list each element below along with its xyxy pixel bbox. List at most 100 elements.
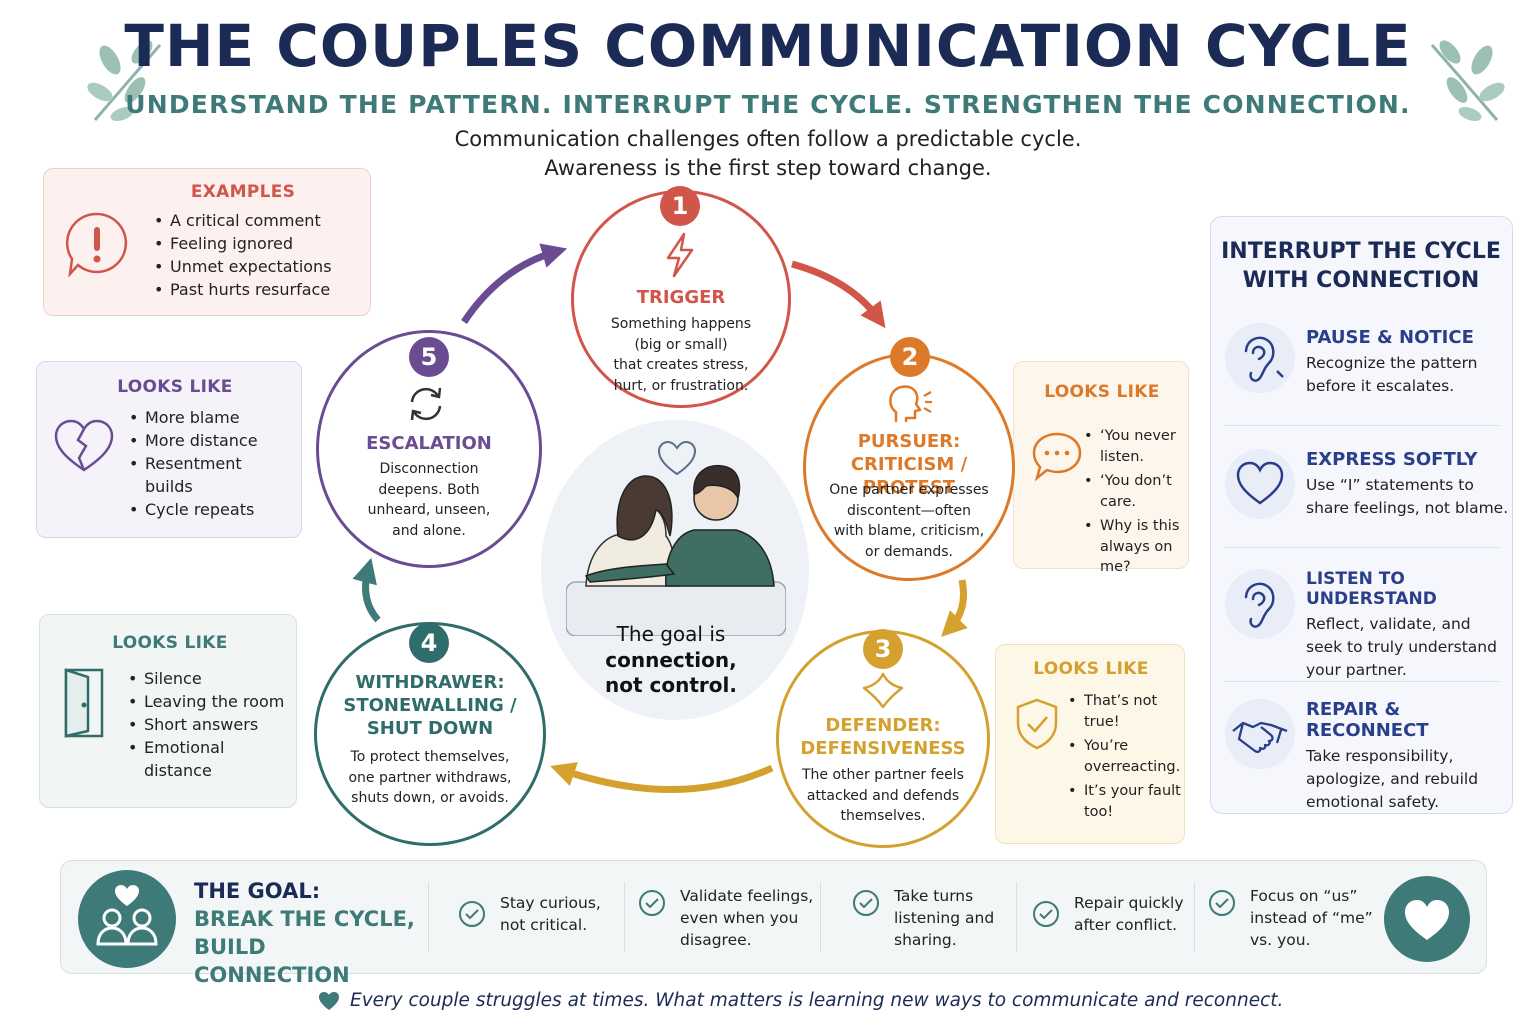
handshake-icon <box>1225 699 1295 769</box>
list-item: ‘You never listen. <box>1084 426 1188 467</box>
goal-bar <box>60 860 1487 974</box>
examples-list: A critical comment Feeling ignored Unmet… <box>154 209 364 301</box>
list-item: Unmet expectations <box>154 255 364 278</box>
broken-heart-icon <box>54 419 114 472</box>
heart-icon <box>657 440 697 476</box>
leaf-decoration-left-icon <box>87 40 162 121</box>
goal-item: Focus on “us”instead of “me”vs. you. <box>1209 885 1380 951</box>
goal-people-icon <box>78 870 176 968</box>
check-circle-icon <box>639 890 665 916</box>
list-item: Emotional distance <box>128 736 238 782</box>
arrow-5-to-1 <box>461 243 568 324</box>
list-item: More blame <box>129 406 289 429</box>
speech-bubble-icon <box>1032 432 1082 482</box>
list-item: ‘You don’t care. <box>1084 471 1188 512</box>
center-goal-text: The goal is connection, not control. <box>605 622 737 697</box>
looks-like-list: More blame More distance Resentment buil… <box>129 406 289 521</box>
looks-like-withdrawer-card: LOOKS LIKE Silence Leaving the room Shor… <box>39 614 297 808</box>
examples-title: EXAMPLES <box>190 182 296 202</box>
list-item: Resentment builds <box>129 452 249 498</box>
looks-like-defender-card: LOOKS LIKE That’s not true! You’re overr… <box>995 644 1185 844</box>
page-subtitle: UNDERSTAND THE PATTERN. INTERRUPT THE CY… <box>125 90 1411 119</box>
examples-card: EXAMPLES A critical comment Feeling igno… <box>43 168 371 316</box>
goal-item: Stay curious,not critical. <box>459 892 620 936</box>
speaking-head-icon <box>889 385 932 422</box>
check-circle-icon <box>459 901 485 927</box>
stage-title: TRIGGER <box>636 287 726 308</box>
looks-like-title: LOOKS LIKE <box>1044 382 1160 402</box>
footer-note: Every couple struggles at times. What ma… <box>318 988 1283 1016</box>
leaf-decoration-right-icon <box>1430 40 1505 121</box>
looks-like-title: LOOKS LIKE <box>117 377 233 397</box>
list-item: Why is this always on me? <box>1084 516 1188 578</box>
list-item: You’re overreacting. <box>1068 736 1182 777</box>
looks-like-pursuer-card: LOOKS LIKE ‘You never listen. ‘You don’t… <box>1013 361 1189 575</box>
arrow-3-to-4 <box>550 762 774 793</box>
list-item: Silence <box>128 667 288 690</box>
intro-text: Communication challenges often follow a … <box>454 127 1082 180</box>
stage-number-badge: 4 <box>409 623 449 663</box>
stage-number-badge: 3 <box>863 629 903 669</box>
goal-heading: THE GOAL: BREAK THE CYCLE, BUILD CONNECT… <box>194 879 415 987</box>
shield-icon <box>862 672 904 709</box>
couple-illustration <box>566 440 786 636</box>
page-title: THE COUPLES COMMUNICATION CYCLE <box>124 12 1412 80</box>
door-icon <box>64 668 104 738</box>
alert-bubble-icon <box>65 212 128 278</box>
heart-icon <box>1225 449 1295 519</box>
looks-like-title: LOOKS LIKE <box>112 633 228 653</box>
shield-check-icon <box>1016 698 1058 750</box>
list-item: A critical comment <box>154 209 364 232</box>
list-item: More distance <box>129 429 289 452</box>
looks-like-list: ‘You never listen. ‘You don’t care. Why … <box>1084 426 1188 578</box>
list-item: Cycle repeats <box>129 498 289 521</box>
panel-title: INTERRUPT THE CYCLE WITH CONNECTION <box>1221 239 1501 293</box>
lightning-bolt-icon <box>666 232 694 278</box>
stage-title: DEFENDER:DEFENSIVENESS <box>800 715 966 759</box>
looks-like-escalation-card: LOOKS LIKE More blame More distance Rese… <box>36 361 302 538</box>
stage-description: Something happens(big or small)that crea… <box>610 316 752 394</box>
looks-like-list: That’s not true! You’re overreacting. It… <box>1068 691 1182 822</box>
stage-2-pursuer <box>803 353 1015 581</box>
list-item: Past hurts resurface <box>154 278 364 301</box>
goal-heart-badge <box>1384 876 1470 962</box>
heart-icon <box>1405 900 1449 940</box>
stage-description: To protect themselves,one partner withdr… <box>348 749 512 806</box>
looks-like-list: Silence Leaving the room Short answers E… <box>128 667 288 782</box>
arrow-2-to-3 <box>941 579 968 637</box>
stage-title: PURSUER:CRITICISM / PROTEST <box>850 431 968 498</box>
stage-title: WITHDRAWER:STONEWALLING /SHUT DOWN <box>343 672 517 739</box>
refresh-cycle-icon <box>410 387 442 421</box>
stage-number-badge: 2 <box>890 337 930 377</box>
ear-icon <box>1225 569 1295 639</box>
repair-item-reconnect: REPAIR & RECONNECT Take responsibility,a… <box>1306 699 1479 811</box>
list-item: It’s your fault too! <box>1068 781 1182 822</box>
heart-icon <box>319 992 339 1010</box>
list-item: That’s not true! <box>1068 691 1162 732</box>
looks-like-title: LOOKS LIKE <box>1033 659 1149 679</box>
repair-item-listen: LISTEN TO UNDERSTAND Reflect, validate, … <box>1306 569 1497 679</box>
check-circle-icon <box>1209 890 1235 916</box>
stage-title: ESCALATION <box>366 433 492 454</box>
stage-number-badge: 1 <box>660 186 700 226</box>
list-item: Leaving the room <box>128 690 288 713</box>
stage-1-trigger <box>571 190 791 408</box>
ear-icon <box>1225 323 1295 393</box>
check-circle-icon <box>1033 901 1059 927</box>
arrow-4-to-5 <box>352 557 381 623</box>
check-circle-icon <box>853 890 879 916</box>
list-item: Short answers <box>128 713 288 736</box>
list-item: Feeling ignored <box>154 232 364 255</box>
interrupt-cycle-panel: INTERRUPT THE CYCLE WITH CONNECTION PAUS… <box>1210 216 1513 814</box>
stage-number-badge: 5 <box>409 337 449 377</box>
arrow-1-to-2 <box>791 260 886 329</box>
